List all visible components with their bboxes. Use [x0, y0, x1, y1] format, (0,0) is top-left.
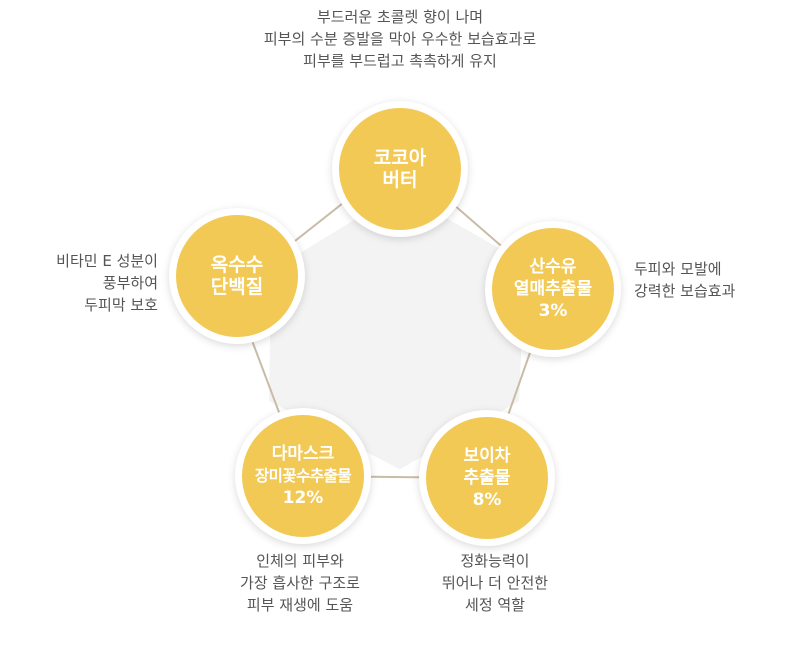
- desc-cocoa: 부드러운 초콜렛 향이 나며 피부의 수분 증발을 막아 우수한 보습효과로 피…: [220, 6, 580, 72]
- desc-corn: 비타민 E 성분이 풍부하여 두피막 보호: [20, 250, 158, 316]
- node-label: 산수유: [529, 257, 577, 277]
- node-damask-rose-extract: 다마스크 장미꽃수추출물 12%: [242, 415, 364, 537]
- desc-boicha-line: 세정 역할: [465, 596, 525, 614]
- desc-goat-line: 두피와 모발에: [634, 260, 722, 278]
- desc-boicha-line: 뛰어나 더 안전한: [441, 574, 549, 592]
- desc-corn-line: 풍부하여: [102, 274, 158, 292]
- desc-boicha-line: 정화능력이: [460, 552, 530, 570]
- desc-corn-line: 두피막 보호: [84, 296, 158, 314]
- desc-corn-line: 비타민 E 성분이: [56, 252, 158, 270]
- node-label: 코코아: [373, 147, 427, 169]
- node-percent: 8%: [472, 490, 502, 510]
- desc-rose-line: 인체의 피부와: [256, 552, 344, 570]
- desc-cocoa-line: 부드러운 초콜렛 향이 나며: [316, 8, 484, 26]
- node-sansuyu-extract: 산수유 열매추출물 3%: [492, 228, 614, 350]
- node-label: 단백질: [210, 276, 264, 298]
- node-label: 옥수수: [210, 254, 264, 276]
- node-label: 다마스크: [271, 444, 335, 464]
- desc-cocoa-line: 피부를 부드럽고 촉촉하게 유지: [303, 52, 497, 70]
- desc-rose: 인체의 피부와 가장 흡사한 구조로 피부 재생에 도움: [210, 550, 390, 616]
- desc-goat: 두피와 모발에 강력한 보습효과: [634, 258, 735, 302]
- node-label: 열매추출물: [513, 279, 593, 299]
- desc-cocoa-line: 피부의 수분 증발을 막아 우수한 보습효과로: [263, 30, 537, 48]
- node-percent: 12%: [282, 488, 324, 508]
- node-corn-protein: 옥수수 단백질: [176, 215, 298, 337]
- desc-goat-line: 강력한 보습효과: [634, 282, 736, 300]
- desc-rose-line: 피부 재생에 도움: [246, 596, 354, 614]
- node-percent: 3%: [538, 301, 568, 321]
- node-label: 버터: [382, 169, 418, 191]
- node-label: 보이차: [463, 446, 511, 466]
- node-label: 장미꽃수추출물: [254, 467, 352, 485]
- desc-boicha: 정화능력이 뛰어나 더 안전한 세정 역할: [405, 550, 585, 616]
- desc-rose-line: 가장 흡사한 구조로: [240, 574, 360, 592]
- node-label: 추출물: [463, 468, 511, 488]
- node-boicha-extract: 보이차 추출물 8%: [426, 417, 548, 539]
- node-cocoa-butter: 코코아 버터: [339, 108, 461, 230]
